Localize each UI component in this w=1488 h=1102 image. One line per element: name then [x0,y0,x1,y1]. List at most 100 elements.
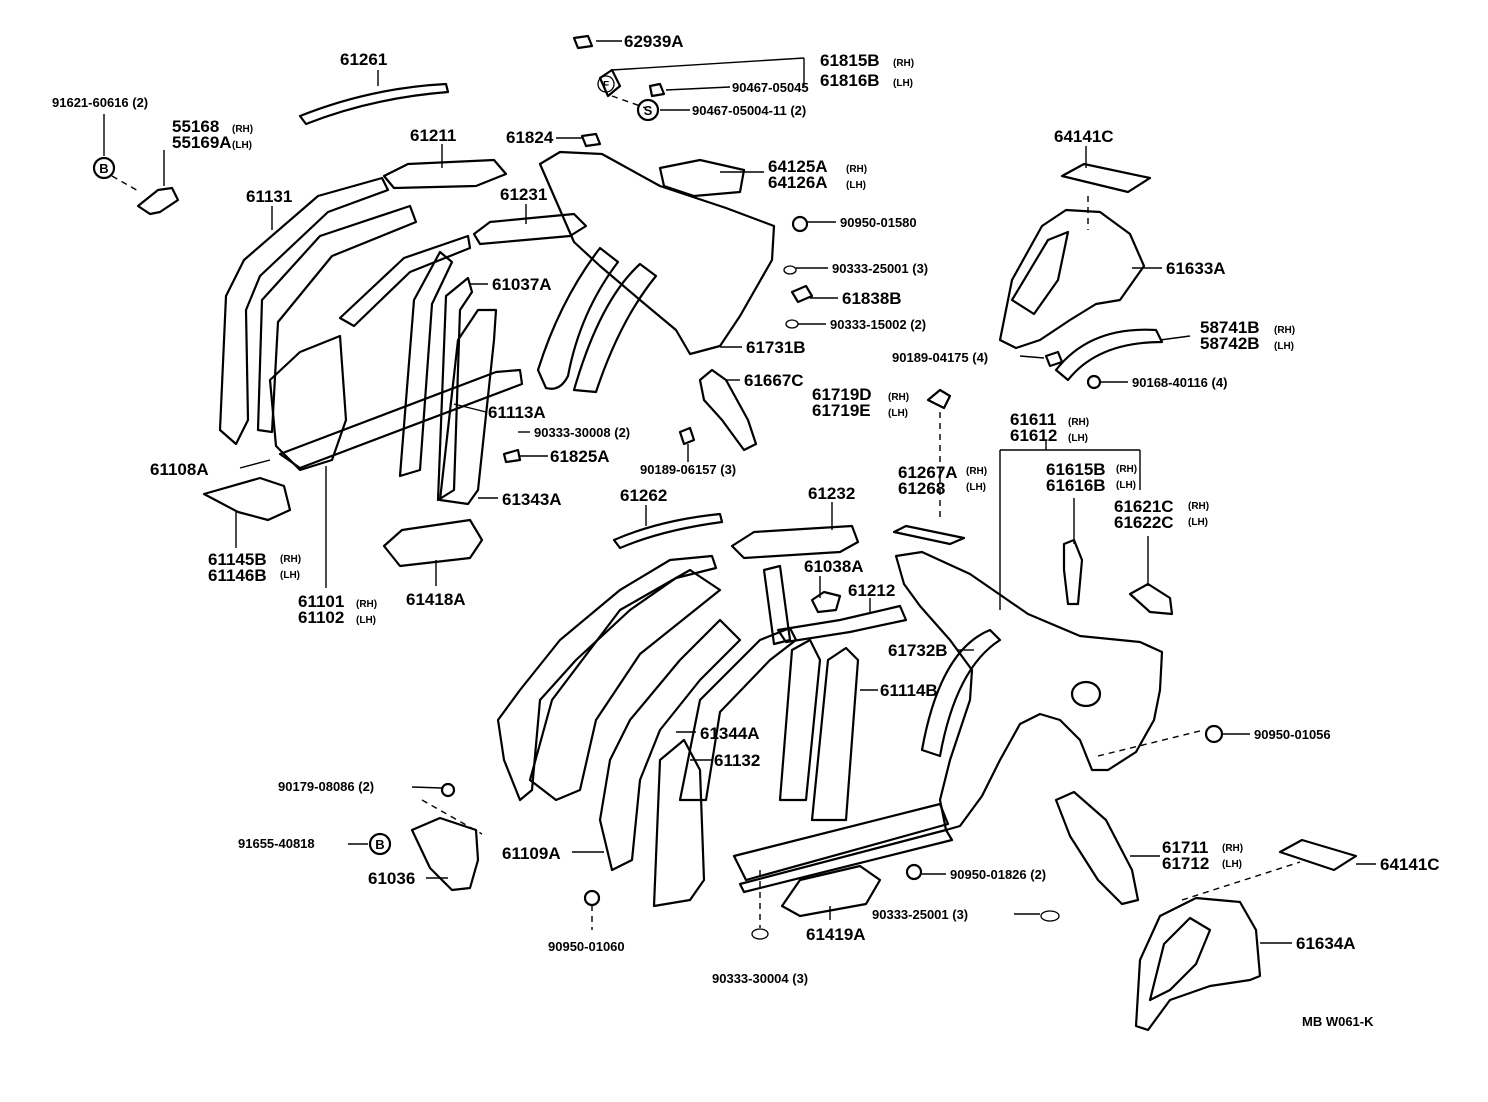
callout-61101-side: (RH) [356,599,377,610]
callout-61616B-side: (LH) [1116,480,1136,491]
callout-90333-25001-top: 90333-25001 (3) [832,261,928,276]
callout-61732B: 61732B [888,641,948,660]
callout-61211: 61211 [410,126,456,145]
callout-61261: 61261 [340,50,387,69]
callout-61231: 61231 [500,185,547,204]
callout-55169A-side: (LH) [232,140,252,151]
callout-64126A: 64126A [768,173,828,192]
callout-61612-side: (LH) [1068,433,1088,444]
callout-61622C: 61622C [1114,513,1174,532]
callout-64125A-side: (RH) [846,164,867,175]
callout-61731B: 61731B [746,338,806,357]
fastener-mark-s [636,98,660,122]
callout-61615B-side: (RH) [1116,464,1137,475]
callout-64126A-side: (LH) [846,180,866,191]
callout-61719E: 61719E [812,401,871,420]
callout-64141C-top: 64141C [1054,127,1114,146]
callout-61113A: 61113A [488,403,546,422]
callout-61621C: 61621C [1114,497,1174,516]
callout-61719D: 61719D [812,385,872,404]
callout-90333-15002: 90333-15002 (2) [830,317,926,332]
callout-61102-side: (LH) [356,615,376,626]
callout-55169A: 55169A [172,133,232,152]
callout-61145B: 61145B [208,550,267,569]
callout-61268: 61268 [898,479,945,498]
callout-64125A: 64125A [768,157,828,176]
callout-61616B: 61616B [1046,476,1106,495]
callout-61667C: 61667C [744,371,804,390]
fastener-letter-f: F [603,80,609,91]
callout-90333-30008: 90333-30008 (2) [534,425,630,440]
callout-61719E-side: (LH) [888,408,908,419]
callout-91621-60616: 91621-60616 (2) [52,95,148,110]
callout-61815B-side: (RH) [893,58,914,69]
callout-90189-06157: 90189-06157 (3) [640,462,736,477]
callout-61719D-side: (RH) [888,392,909,403]
callout-61037A: 61037A [492,275,552,294]
callout-90333-30004: 90333-30004 (3) [712,971,808,986]
callout-61109A: 61109A [502,844,561,863]
callout-61102: 61102 [298,608,344,627]
callout-91655-40818: 91655-40818 [238,836,315,851]
callout-61262: 61262 [620,486,667,505]
callout-61418A: 61418A [406,590,466,609]
fastener-mark-f [597,75,615,93]
callout-58742B: 58742B [1200,334,1260,353]
fastener-mark-b-bottom [368,832,392,856]
callout-61343A: 61343A [502,490,562,509]
callout-90467-05004: 90467-05004-11 (2) [692,103,806,118]
callout-62939A: 62939A [624,32,684,51]
leader-lines [103,40,1376,944]
callout-61268-side: (LH) [966,482,986,493]
callout-61816B: 61816B [820,71,880,90]
callout-61344A: 61344A [700,724,760,743]
fastener-letter-b-bottom: B [375,837,384,852]
callout-61612: 61612 [1010,426,1057,445]
callout-61267A: 61267A [898,463,958,482]
callout-61419A: 61419A [806,925,866,944]
callout-55168-side: (RH) [232,124,253,135]
callout-61132: 61132 [714,751,760,770]
callout-61145B-side: (RH) [280,554,301,565]
callout-90467-05045: 90467-05045 [732,80,809,95]
fastener-letter-s: S [644,103,653,118]
callout-61114B: 61114B [880,681,938,700]
callout-61838B: 61838B [842,289,902,308]
callout-61711: 61711 [1162,838,1208,857]
part-illustrations [111,34,1358,1032]
callout-61815B: 61815B [820,51,880,70]
callout-61267A-side: (RH) [966,466,987,477]
callout-61611-side: (RH) [1068,417,1089,428]
callout-90950-01056: 90950-01056 [1254,727,1331,742]
callout-61212: 61212 [848,581,895,600]
callout-61146B-side: (LH) [280,570,300,581]
callout-58741B: 58741B [1200,318,1260,337]
fastener-marks: B B S F [92,75,660,856]
callout-90168-40116: 90168-40116 (4) [1132,375,1227,390]
callout-64141C-bottom: 64141C [1380,855,1440,874]
callout-61615B: 61615B [1046,460,1106,479]
fastener-letter-b-top: B [99,161,108,176]
part-labels: 62939A 61815B (RH) 61816B (LH) 90467-050… [52,32,1440,1029]
callout-61621C-side: (RH) [1188,501,1209,512]
callout-61712-side: (LH) [1222,859,1242,870]
callout-61622C-side: (LH) [1188,517,1208,528]
callout-61611: 61611 [1010,410,1056,429]
callout-90189-04175: 90189-04175 (4) [892,350,988,365]
callout-90950-01580: 90950-01580 [840,215,917,230]
callout-61825A: 61825A [550,447,610,466]
callout-90179-08086: 90179-08086 (2) [278,779,374,794]
callout-61038A: 61038A [804,557,864,576]
callout-61101: 61101 [298,592,344,611]
callout-90950-01826: 90950-01826 (2) [950,867,1046,882]
callout-90950-01060: 90950-01060 [548,939,625,954]
callout-58742B-side: (LH) [1274,341,1294,352]
diagram-code: MB W061-K [1302,1014,1374,1029]
fastener-mark-b-top [92,156,116,180]
callout-55168: 55168 [172,117,219,136]
callout-61712: 61712 [1162,854,1209,873]
callout-61131: 61131 [246,187,292,206]
callout-61634A: 61634A [1296,934,1356,953]
callout-58741B-side: (RH) [1274,325,1295,336]
